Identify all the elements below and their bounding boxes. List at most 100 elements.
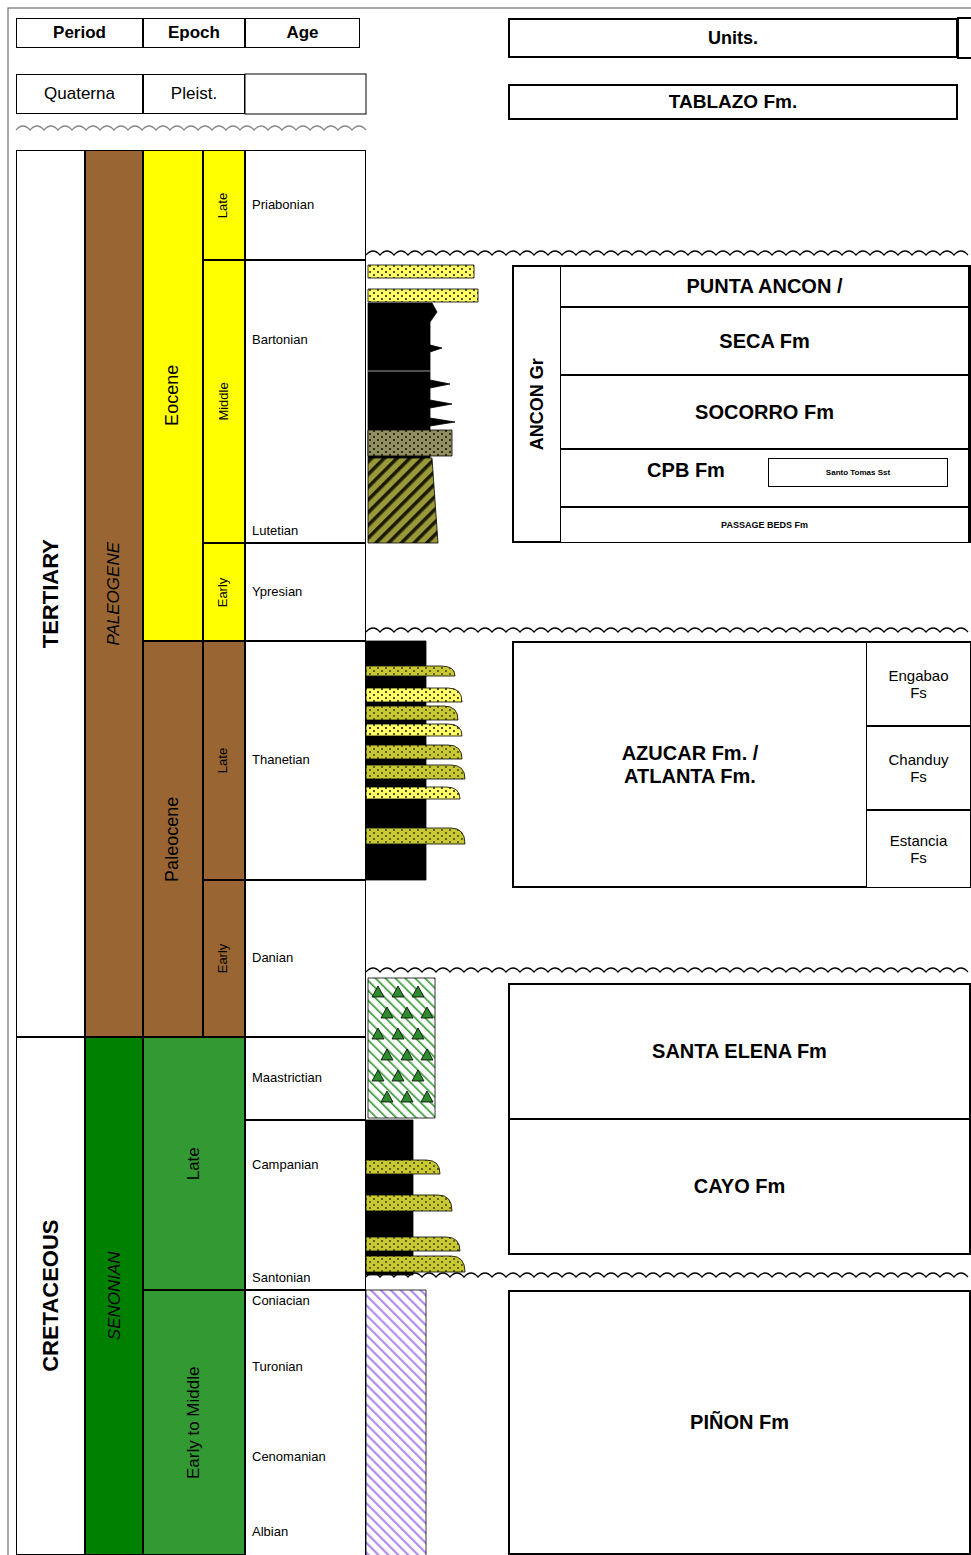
cell-text: PIÑON Fm [690,1411,789,1434]
page-frame [8,8,971,1555]
label-area: Turonian [246,1330,365,1405]
era-cell: PALEOGENE [85,150,143,1037]
cell-text: Late [217,192,232,217]
sand-tongue [366,828,465,844]
age-cell: Cenomanian [245,1405,366,1510]
cell-text: Late [217,748,232,773]
label-area: Quaterna [17,75,142,113]
cell-text: TABLAZO Fm. [669,91,797,113]
cell-text: Campanian [246,1158,319,1173]
label-area: Coniacian [246,1291,365,1330]
label-area: Chanduy Fs [867,727,970,809]
volcanic-clast [421,1007,433,1018]
facies-box: Engabao Fs [866,642,971,726]
label-area: SECA Fm [561,308,968,374]
cell-text: Turonian [246,1360,303,1375]
turbidite-unit [368,458,438,543]
bed-line [368,371,430,372]
cell-text: Maastrictian [246,1071,322,1086]
sand-tongue [366,745,462,759]
cell-text: CRETACEOUS [38,1220,63,1372]
subepoch-cell: Early [203,543,245,641]
age-cell: Coniacian [245,1290,366,1330]
label-area: Santonian [246,1210,365,1289]
label-area: CAYO Fm [510,1120,969,1253]
group-box: ANCON GrPUNTA ANCON / SECA Fm SOCORRO Fm CP… [512,265,971,543]
cell-text: Engabao Fs [886,667,952,702]
unconformity-line [16,126,366,130]
label-area: Ypresian [246,544,365,640]
label-area: Early [204,544,244,640]
cell-text: Thanetian [246,753,310,768]
cell-text: CAYO Fm [694,1175,786,1198]
volcanic-clast [372,1028,384,1039]
label-area: Pleist. [144,75,244,113]
volcanic-clast [401,1049,413,1060]
label-area: Engabao Fs [867,643,970,725]
cell-text: Early [217,944,232,974]
cell-text: SECA Fm [719,330,809,353]
label-area: SENONIAN [86,1038,142,1554]
label-area: Middle [204,261,244,542]
cell-text: Units. [708,28,758,49]
label-area: Age [246,19,359,47]
formation-box: SOCORRO Fm [560,375,969,449]
label-area: SANTA ELENA Fm [510,985,969,1118]
label-area: Late [144,1038,244,1289]
cell-text: Eocene [163,365,184,426]
label-area: Late [204,151,244,259]
formation-box: PUNTA ANCON / [560,266,969,307]
volcanic-clast [381,1049,393,1060]
cell-text: Quaterna [44,84,115,104]
sand-tongue [366,688,462,702]
label-area: Early [204,881,244,1036]
cell-text: Coniacian [246,1294,310,1309]
cell-text: Priabonian [246,198,314,213]
epoch-cell: Late [143,1037,245,1290]
formation-box: SANTA ELENA Fm [508,983,971,1120]
label-area: Maastrictian [246,1038,365,1119]
epoch-cell: Paleocene [143,641,203,1037]
cell-text: SANTA ELENA Fm [652,1040,827,1063]
volcanic-clast [392,1070,404,1081]
formation-box: CPB FmSanto Tomas Sst [560,449,969,507]
cell-text: SOCORRO Fm [695,401,834,424]
label-area: ANCON Gr [514,267,560,541]
subepoch-cell: Late [203,641,245,880]
label-area: PIÑON Fm [510,1292,969,1553]
label-area: TERTIARY [17,151,84,1036]
label-area: Estancia Fs [867,811,970,887]
epoch-cell: Early to Middle [143,1290,245,1555]
age-cell: Bartonian [245,260,366,420]
era-cell: SENONIAN [85,1037,143,1555]
cell-text: Paleocene [163,796,184,881]
volcanic-clast [372,1070,384,1081]
age-cell: Maastrictian [245,1037,366,1120]
sand-tongue [366,1256,465,1272]
cell-text: Early to Middle [184,1366,204,1478]
volcanic-clast [381,1091,393,1102]
period-cell: Quaterna [16,74,143,114]
label-area: TABLAZO Fm. [510,86,956,118]
cell-text: Ypresian [246,585,302,600]
age-cell: Santonian [245,1210,366,1290]
sandstone-bed [368,430,452,456]
volcanic-clast [412,1028,424,1039]
volcanic-clast [392,986,404,997]
chert-volcanic-unit [368,978,435,1118]
age-cell: Lutetian [245,420,366,543]
column-header: Epoch [143,18,245,48]
unconformity-line [366,251,968,255]
label-area: PASSAGE BEDS Fm [561,508,968,542]
label-area: Danian [246,881,365,1036]
sand-tongue [366,666,455,676]
volcanic-clast [412,986,424,997]
label-area: Priabonian [246,151,365,259]
formation-box: AZUCAR Fm. / ATLANTA Fm.Engabao FsChandu… [512,641,971,888]
label-area: Units. [510,20,956,56]
epoch-cell: Pleist. [143,74,245,114]
label-area: SOCORRO Fm [561,376,968,448]
label-area: PALEOGENE [86,151,142,1036]
age-cell: Priabonian [245,150,366,260]
sand-tongue [366,724,462,736]
